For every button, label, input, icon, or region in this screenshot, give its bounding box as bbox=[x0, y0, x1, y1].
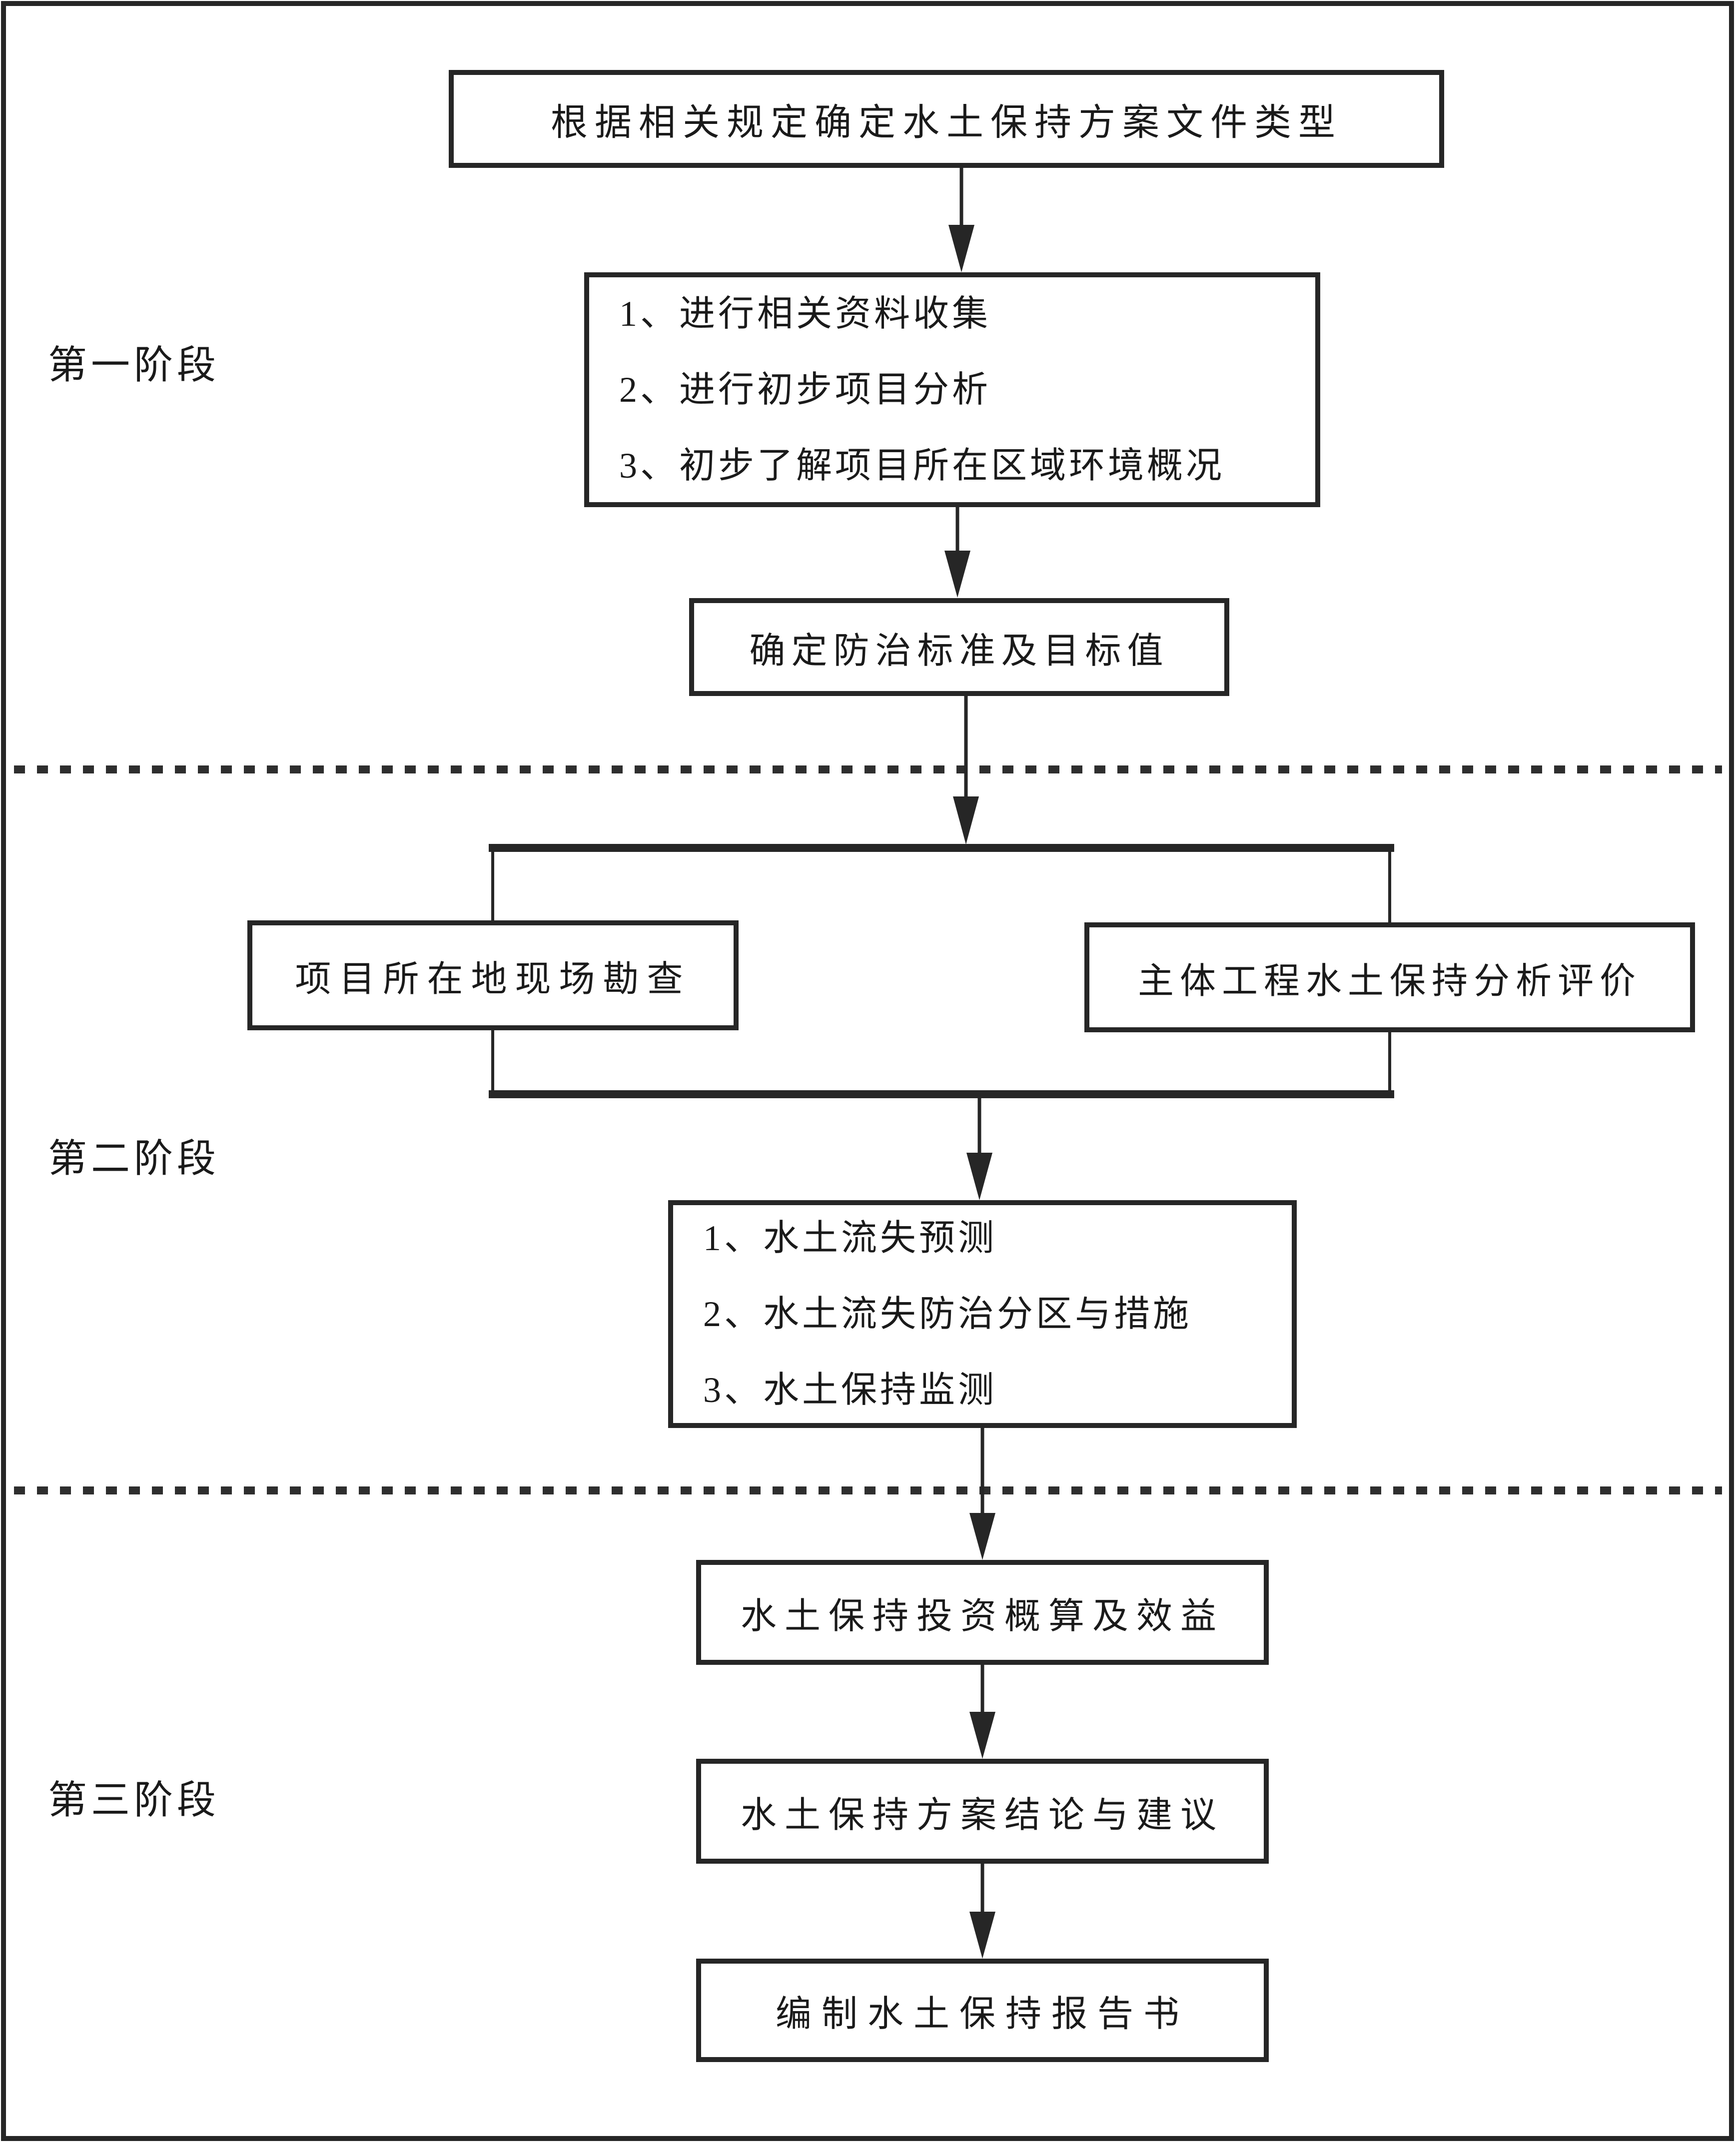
flow-box-investment-label: 水土保持投资概算及效益 bbox=[740, 1596, 1224, 1636]
flow-box-report: 编制水土保持报告书 bbox=[696, 1959, 1269, 2062]
flow-box-standards: 确定防治标准及目标值 bbox=[689, 598, 1229, 696]
flow-box-site-survey: 项目所在地现场勘查 bbox=[247, 920, 739, 1030]
flow-box-doc-type-label: 根据相关规定确定水土保持方案文件类型 bbox=[551, 102, 1342, 143]
stage-label-1: 第一阶段 bbox=[48, 343, 220, 387]
flow-box-main-project-eval-label: 主体工程水土保持分析评价 bbox=[1137, 961, 1642, 1001]
task-item: 3、初步了解项目所在区域环境概况 bbox=[619, 446, 1225, 486]
task-item: 1、进行相关资料收集 bbox=[619, 294, 991, 334]
arrow-head-down bbox=[953, 796, 979, 844]
task-list: 1、进行相关资料收集 2、进行初步项目分析 3、初步了解项目所在区域环境概况 bbox=[589, 276, 1235, 504]
flow-box-investment: 水土保持投资概算及效益 bbox=[696, 1560, 1269, 1665]
stage-label-3: 第三阶段 bbox=[48, 1778, 220, 1822]
task-item: 2、进行初步项目分析 bbox=[619, 370, 991, 410]
flow-box-stage1-tasks: 1、进行相关资料收集 2、进行初步项目分析 3、初步了解项目所在区域环境概况 bbox=[584, 272, 1320, 507]
arrow-head-down bbox=[969, 1513, 995, 1560]
task-item: 3、水土保持监测 bbox=[703, 1370, 997, 1410]
stage-label-2: 第二阶段 bbox=[48, 1137, 220, 1180]
flow-box-main-project-eval: 主体工程水土保持分析评价 bbox=[1084, 922, 1695, 1032]
flow-box-doc-type: 根据相关规定确定水土保持方案文件类型 bbox=[449, 70, 1444, 168]
arrow-head-down bbox=[969, 1712, 995, 1759]
arrow-head-down bbox=[944, 551, 970, 598]
flow-box-conclusions: 水土保持方案结论与建议 bbox=[696, 1759, 1269, 1864]
arrow-head-down bbox=[969, 1912, 995, 1959]
task-item: 2、水土流失防治分区与措施 bbox=[703, 1294, 1192, 1334]
flow-box-report-label: 编制水土保持报告书 bbox=[775, 1994, 1189, 2034]
task-list: 1、水土流失预测 2、水土流失防治分区与措施 3、水土保持监测 bbox=[673, 1200, 1202, 1428]
arrow-head-down bbox=[966, 1153, 992, 1200]
flow-box-site-survey-label: 项目所在地现场勘查 bbox=[295, 959, 691, 999]
flow-box-conclusions-label: 水土保持方案结论与建议 bbox=[740, 1795, 1224, 1835]
task-item: 1、水土流失预测 bbox=[703, 1218, 997, 1258]
arrow-head-down bbox=[948, 225, 974, 272]
flow-box-stage2-tasks: 1、水土流失预测 2、水土流失防治分区与措施 3、水土保持监测 bbox=[668, 1200, 1297, 1428]
flow-box-standards-label: 确定防治标准及目标值 bbox=[749, 631, 1169, 671]
